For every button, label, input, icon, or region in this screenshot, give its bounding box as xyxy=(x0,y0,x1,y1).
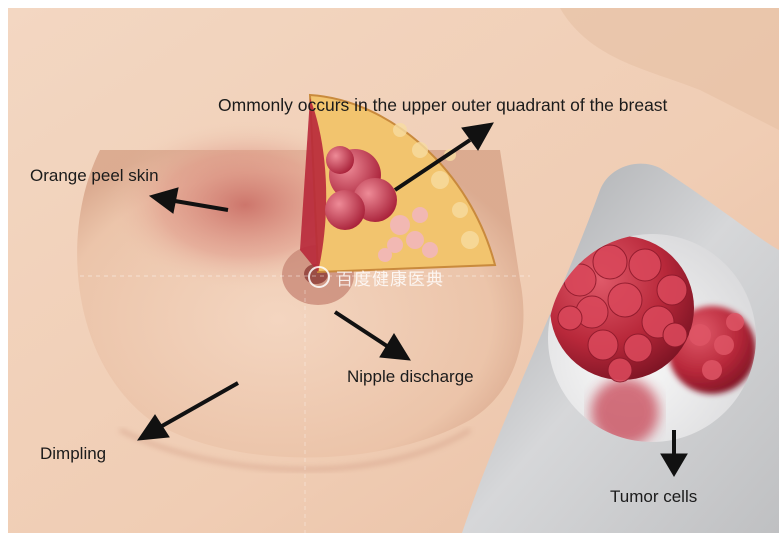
label-orange-peel-skin: Orange peel skin xyxy=(30,166,159,186)
label-upper-outer-quadrant: Ommonly occurs in the upper outer quadra… xyxy=(218,95,667,116)
watermark-text: 百度健康医典 xyxy=(336,265,444,290)
label-tumor-cells: Tumor cells xyxy=(610,487,697,507)
watermark: 百度健康医典 xyxy=(308,262,498,292)
baidu-health-logo-icon xyxy=(308,266,330,288)
label-nipple-discharge: Nipple discharge xyxy=(347,367,474,387)
label-dimpling: Dimpling xyxy=(40,444,106,464)
